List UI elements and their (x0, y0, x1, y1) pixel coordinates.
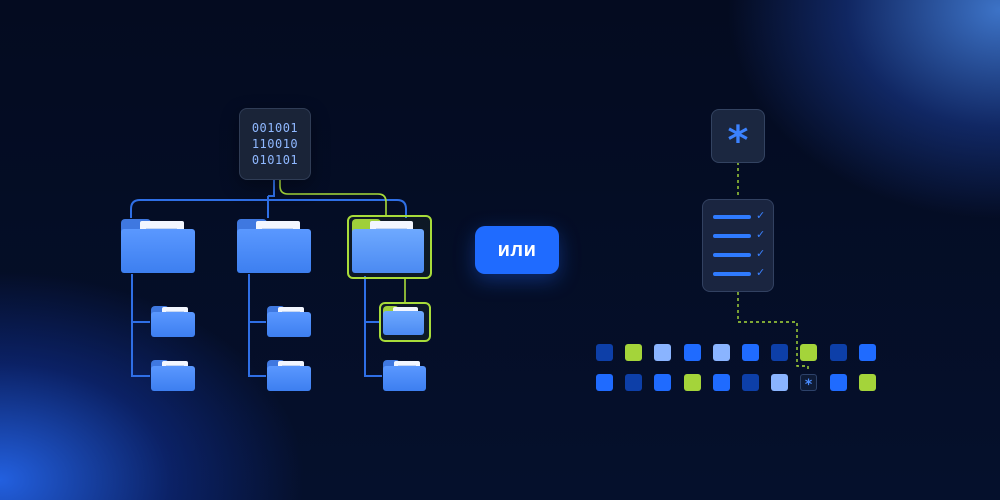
binary-data-chip: 001001 110010 010101 (239, 108, 311, 180)
subfolder-icon (267, 360, 311, 391)
asterisk-icon: * (804, 376, 813, 393)
subfolder-icon (151, 360, 195, 391)
grid-block (830, 344, 847, 361)
grid-block (654, 344, 671, 361)
checklist-row: ✓ (713, 228, 769, 241)
grid-block (742, 374, 759, 391)
grid-block (771, 374, 788, 391)
grid-block (596, 374, 613, 391)
highlighted-subfolder-icon (383, 306, 424, 335)
asterisk-icon: * (727, 118, 749, 164)
lime-path-top (279, 178, 387, 216)
checklist-bar (713, 234, 751, 238)
grid-block (800, 344, 817, 361)
grid-block (596, 344, 613, 361)
grid-block (684, 374, 701, 391)
grid-block (859, 374, 876, 391)
binary-line-3: 010101 (251, 153, 299, 167)
subfolder-icon (151, 306, 195, 337)
checkmark-icon: ✓ (756, 247, 766, 260)
checkmark-icon: ✓ (756, 228, 766, 241)
grid-block (625, 374, 642, 391)
tree-line-top (130, 178, 407, 218)
grid-block (771, 344, 788, 361)
subfolder-icon (383, 360, 426, 391)
checklist-row: ✓ (713, 209, 769, 222)
grid-block (830, 374, 847, 391)
checklist-bar (713, 215, 751, 219)
binary-line-1: 001001 (251, 121, 299, 135)
or-badge: или (475, 226, 559, 274)
grid-block (713, 374, 730, 391)
highlighted-folder-icon (352, 219, 424, 273)
checkmark-icon: ✓ (756, 266, 766, 279)
checkmark-icon: ✓ (756, 209, 766, 222)
binary-line-2: 110010 (251, 137, 299, 151)
asterisk-key-box: * (711, 109, 765, 163)
grid-block (625, 344, 642, 361)
dashed-line-grid (737, 292, 809, 372)
checklist-bar (713, 253, 751, 257)
grid-block-marked: * (800, 374, 817, 393)
grid-block (859, 344, 876, 361)
folder-icon (121, 219, 195, 273)
grid-block (742, 344, 759, 361)
checklist-row: ✓ (713, 266, 769, 279)
grid-block (713, 344, 730, 361)
checklist-bar (713, 272, 751, 276)
tree-line-col2 (248, 274, 266, 377)
tree-line-col1 (131, 274, 150, 377)
grid-block (684, 344, 701, 361)
checklist-row: ✓ (713, 247, 769, 260)
folder-icon (237, 219, 311, 273)
subfolder-icon (267, 306, 311, 337)
tree-line-col3 (364, 276, 382, 377)
grid-block (654, 374, 671, 391)
checklist-card: ✓ ✓ ✓ ✓ (702, 199, 774, 292)
